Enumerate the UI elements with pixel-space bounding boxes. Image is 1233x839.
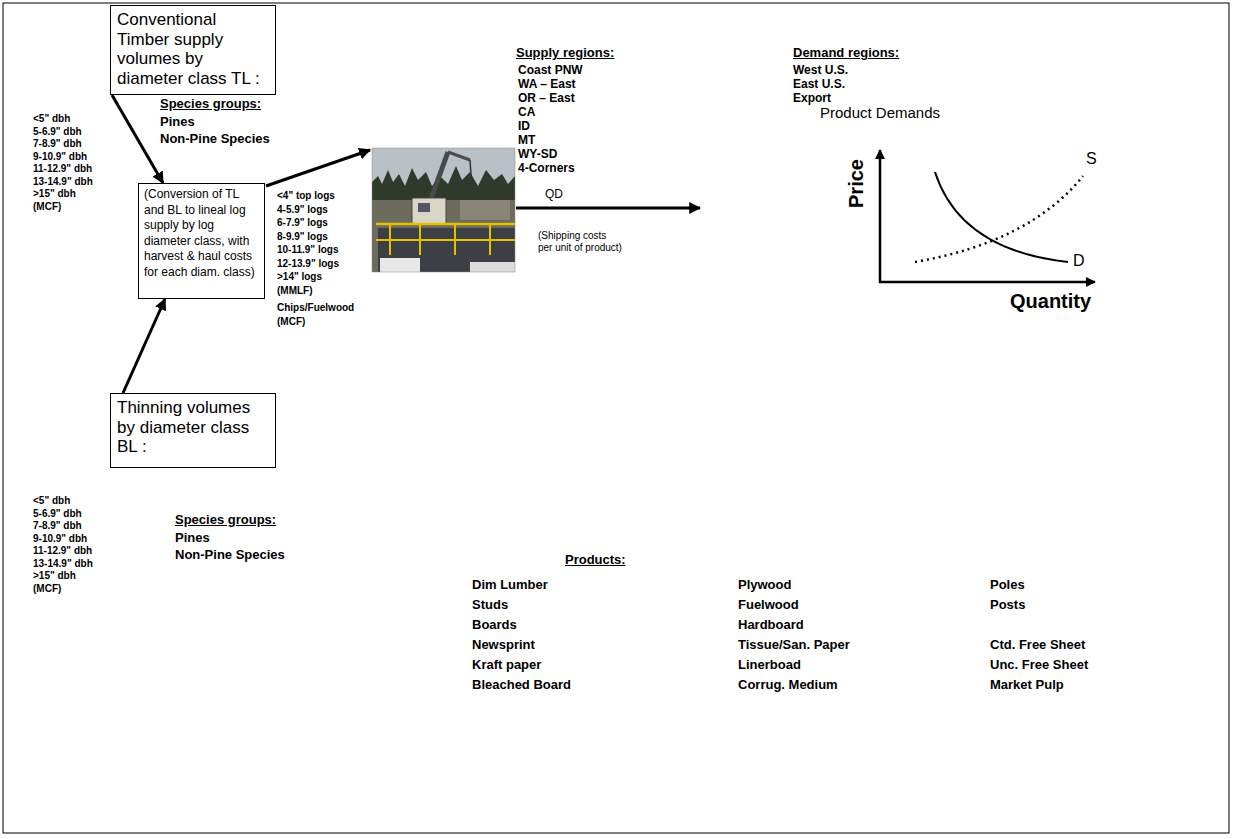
label-text: Bleached Board xyxy=(472,678,571,693)
label-text: Species groups: xyxy=(175,513,276,528)
label-text: 6-7.9" logs xyxy=(277,217,328,229)
label-text: 9-10.9" dbh xyxy=(33,151,87,163)
label-text: Pines xyxy=(175,531,210,546)
label-text: Species groups: xyxy=(160,97,261,112)
label-text: Kraft paper xyxy=(472,658,541,673)
label-text: Non-Pine Species xyxy=(160,132,270,147)
flow-arrow xyxy=(112,95,163,183)
label-text: 8-9.9" logs xyxy=(277,231,328,243)
label-text: Coast PNW xyxy=(518,64,583,78)
label-text: >15" dbh xyxy=(33,188,76,200)
label-text: East U.S. xyxy=(793,78,845,92)
label-text: <5" dbh xyxy=(33,113,70,125)
label-text: 7-8.9" dbh xyxy=(33,138,82,150)
label-text: (MCF) xyxy=(277,316,305,328)
label-text: WA – East xyxy=(518,78,576,92)
label-text: Newsprint xyxy=(472,638,535,653)
flow-arrow xyxy=(266,150,370,186)
label-text: 13-14.9" dbh xyxy=(33,176,93,188)
flow-arrow xyxy=(123,299,165,393)
label-text: >15" dbh xyxy=(33,570,76,582)
label-text: Demand regions: xyxy=(793,46,899,61)
label-text: Chips/Fuelwood xyxy=(277,302,354,314)
label-text: Tissue/San. Paper xyxy=(738,638,850,653)
label-text: Price xyxy=(845,159,868,208)
supply-demand-chart xyxy=(879,150,1095,283)
text-box: Thinning volumes by diameter class BL : xyxy=(110,393,276,468)
text-box: Conventional Timber supply volumes by di… xyxy=(110,5,276,95)
label-text: Supply regions: xyxy=(516,46,614,61)
label-text: <4" top logs xyxy=(277,190,335,202)
mill-photo xyxy=(372,148,515,272)
label-text: Boards xyxy=(472,618,517,633)
label-text: Ctd. Free Sheet xyxy=(990,638,1085,653)
label-text: Hardboard xyxy=(738,618,804,633)
label-text: 9-10.9" dbh xyxy=(33,533,87,545)
label-text: MT xyxy=(518,134,535,148)
label-text: 7-8.9" dbh xyxy=(33,520,82,532)
label-text: (Shipping costs per unit of product) xyxy=(538,230,622,253)
label-text: Posts xyxy=(990,598,1025,613)
label-text: QD xyxy=(545,188,563,202)
label-text: Unc. Free Sheet xyxy=(990,658,1088,673)
label-text: 5-6.9" dbh xyxy=(33,508,82,520)
label-text: S xyxy=(1086,150,1097,168)
flow-arrow xyxy=(516,207,700,210)
label-text: Plywood xyxy=(738,578,791,593)
label-text: WY-SD xyxy=(518,148,557,162)
label-text: 4-Corners xyxy=(518,162,575,176)
box-text: Conventional Timber supply volumes by di… xyxy=(117,10,269,88)
label-text: CA xyxy=(518,106,535,120)
label-text: Non-Pine Species xyxy=(175,548,285,563)
box-text: (Conversion of TL and BL to lineal log s… xyxy=(144,187,259,281)
label-text: (MMLF) xyxy=(277,285,313,297)
label-text: 11-12.9" dbh xyxy=(33,163,92,175)
label-text: Market Pulp xyxy=(990,678,1064,693)
label-text: 13-14.9" dbh xyxy=(33,558,93,570)
label-text: 5-6.9" dbh xyxy=(33,126,82,138)
label-text: Quantity xyxy=(1010,290,1091,313)
label-text: Pines xyxy=(160,115,195,130)
label-text: Product Demands xyxy=(820,104,940,121)
label-text: ID xyxy=(518,120,530,134)
label-text: <5" dbh xyxy=(33,495,70,507)
outer-frame xyxy=(3,3,1229,833)
label-text: 10-11.9" logs xyxy=(277,244,338,256)
label-text: Dim Lumber xyxy=(472,578,548,593)
label-text: (MCF) xyxy=(33,583,61,595)
label-text: West U.S. xyxy=(793,64,848,78)
label-text: Products: xyxy=(565,553,626,568)
label-text: Corrug. Medium xyxy=(738,678,838,693)
label-text: 12-13.9" logs xyxy=(277,258,339,270)
label-text: 4-5.9" logs xyxy=(277,204,328,216)
label-text: Studs xyxy=(472,598,508,613)
text-box: (Conversion of TL and BL to lineal log s… xyxy=(138,183,265,299)
label-text: (MCF) xyxy=(33,201,61,213)
label-text: Linerboad xyxy=(738,658,801,673)
box-text: Thinning volumes by diameter class BL : xyxy=(117,398,269,457)
label-text: >14" logs xyxy=(277,271,322,283)
label-text: Poles xyxy=(990,578,1025,593)
label-text: Export xyxy=(793,92,831,106)
label-text: OR – East xyxy=(518,92,575,106)
label-text: 11-12.9" dbh xyxy=(33,545,92,557)
label-text: Fuelwood xyxy=(738,598,799,613)
label-text: D xyxy=(1073,252,1085,270)
